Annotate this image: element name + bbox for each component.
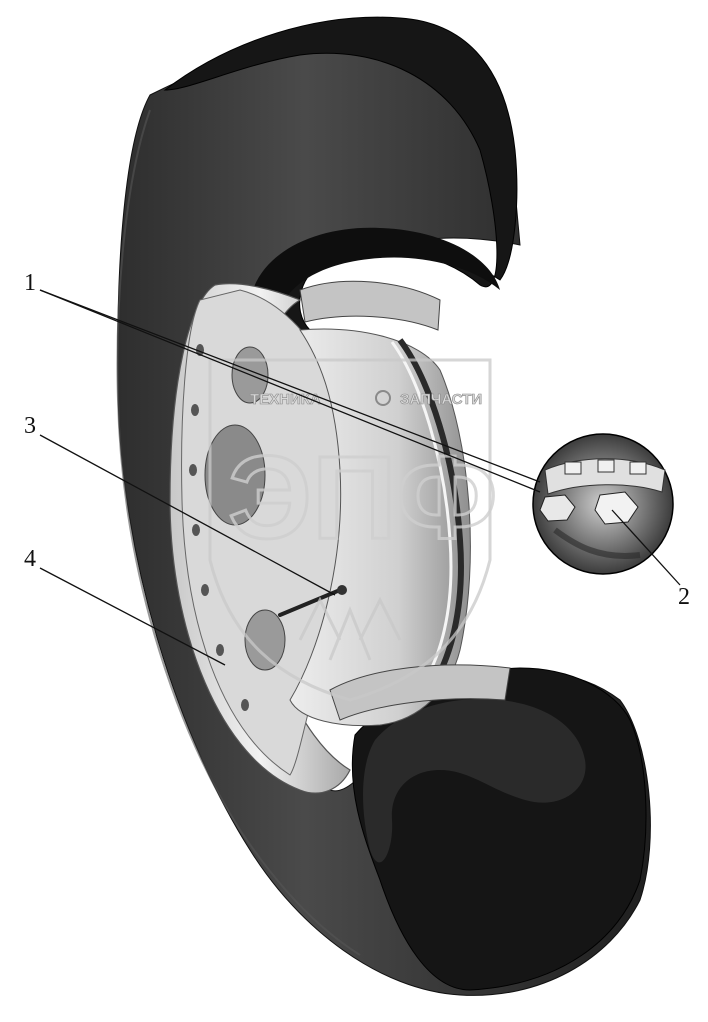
bolt-hole	[192, 524, 200, 536]
inset-bolt	[594, 491, 639, 525]
watermark-text-left: ТЕХНИКА	[250, 391, 321, 408]
watermark: ТЕХНИКА ЗАПЧАСТИ ЭПФ	[208, 358, 499, 702]
rim-barrel	[289, 328, 471, 727]
detail-inset	[532, 433, 674, 575]
bolt-hole	[201, 584, 209, 596]
tire-top-bead	[249, 227, 500, 354]
hand-hole-bottom	[244, 609, 286, 671]
leader-line-4	[39, 567, 226, 666]
bolt-hole	[241, 699, 249, 711]
rim	[169, 280, 511, 794]
bolt-hole	[191, 404, 199, 416]
watermark-text-right: ЗАПЧАСТИ	[400, 391, 482, 408]
callout-label-3: 3	[24, 413, 36, 439]
valve-cap	[337, 585, 347, 595]
tire-tread-band	[116, 109, 361, 956]
leader-lines	[39, 289, 681, 666]
bolt-hole	[196, 344, 204, 356]
bolt-hole	[189, 464, 197, 476]
callout-label-1: 1	[24, 270, 36, 296]
valve-stem	[278, 588, 342, 617]
inset-lug	[564, 461, 582, 475]
callouts: 1 2 3 4	[24, 270, 690, 610]
callout-label-4: 4	[24, 546, 36, 572]
rim-lock-ring-bottom	[329, 664, 511, 721]
inset-lug	[629, 461, 647, 475]
inset-lug	[597, 459, 615, 473]
rim-inner-flange	[397, 338, 464, 692]
watermark-shield	[208, 358, 492, 702]
leader-line-1	[39, 289, 541, 483]
watermark-logo: ЭПФ	[228, 432, 497, 564]
leader-line-3	[39, 434, 336, 596]
bolt-holes	[189, 344, 249, 711]
inset-shadow	[553, 527, 641, 559]
bolt-hole	[216, 644, 224, 656]
tire-bottom-inner	[363, 699, 586, 863]
callout-label-2: 2	[678, 584, 690, 610]
watermark-arrows	[298, 596, 402, 661]
center-hole	[204, 424, 266, 526]
rim-lock-ring-top	[299, 280, 441, 331]
leader-line-1b	[39, 289, 541, 493]
watermark-gear-icon	[375, 390, 391, 406]
leader-line-2	[611, 509, 681, 586]
inset-bolt	[539, 494, 576, 522]
